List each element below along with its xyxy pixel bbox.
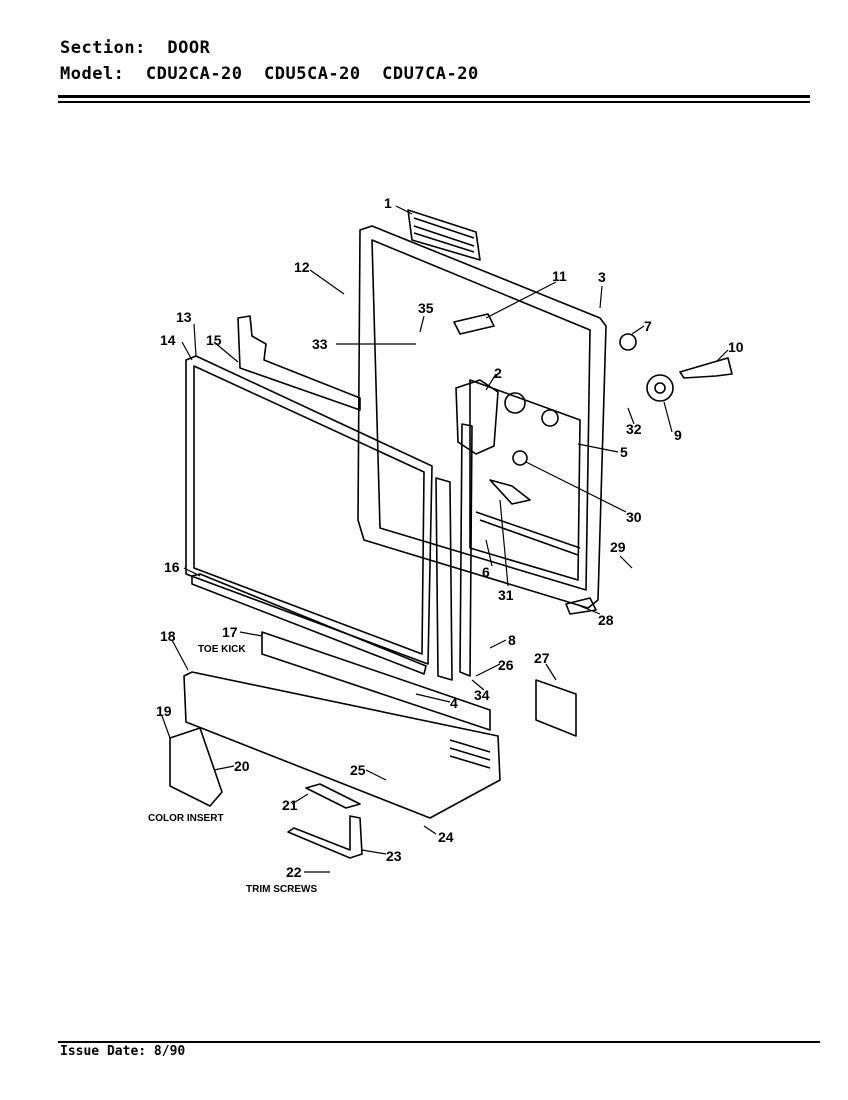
dial-part — [619, 333, 637, 351]
part-label-5: 5 — [620, 444, 628, 460]
header-rule-bottom — [58, 101, 810, 103]
part-label-17: 17 — [222, 624, 238, 640]
part-label-20: 20 — [234, 758, 250, 774]
part-label-3: 3 — [598, 269, 606, 285]
cover-plate — [535, 679, 577, 737]
toe-kick-bracket — [261, 631, 491, 731]
detergent-cup — [504, 392, 526, 414]
part-label-29: 29 — [610, 539, 626, 555]
toe-kick-caption: TOE KICK — [198, 644, 246, 655]
part-label-31: 31 — [498, 587, 514, 603]
trim-piece-lower — [287, 815, 363, 859]
part-label-32: 32 — [626, 421, 642, 437]
lever-arm — [489, 479, 531, 505]
switch-shaft — [679, 357, 733, 379]
hook-part — [453, 313, 495, 335]
footer-rule — [58, 1041, 820, 1043]
trim-piece-upper — [305, 783, 361, 809]
section-header: Section: DOOR — [60, 38, 210, 58]
part-label-1: 1 — [384, 195, 392, 211]
part-label-18: 18 — [160, 628, 176, 644]
part-label-27: 27 — [534, 650, 550, 666]
part-label-35: 35 — [418, 300, 434, 316]
part-label-2: 2 — [494, 365, 502, 381]
part-label-34: 34 — [474, 687, 490, 703]
part-label-4: 4 — [450, 695, 458, 711]
part-label-22: 22 — [286, 864, 302, 880]
header-rule-top — [58, 95, 810, 98]
part-label-24: 24 — [438, 829, 454, 845]
part-label-6: 6 — [482, 564, 490, 580]
trim-screws-caption: TRIM SCREWS — [246, 884, 317, 895]
part-label-8: 8 — [508, 632, 516, 648]
outer-door-panel — [185, 355, 433, 665]
part-label-7: 7 — [644, 318, 652, 334]
trim-strip — [191, 573, 427, 675]
part-label-14: 14 — [160, 332, 176, 348]
toe-kick-panel — [183, 671, 501, 819]
part-label-16: 16 — [164, 559, 180, 575]
issue-date: Issue Date: 8/90 — [60, 1044, 186, 1059]
toe-kick-vents — [449, 739, 491, 769]
panel-bracket — [237, 315, 361, 411]
section-label: Section: — [60, 38, 146, 58]
part-label-12: 12 — [294, 259, 310, 275]
part-label-10: 10 — [728, 339, 744, 355]
part-label-33: 33 — [312, 336, 328, 352]
door-latch — [455, 379, 499, 455]
door-hinge — [565, 597, 597, 615]
rinse-dispenser — [541, 409, 559, 427]
section-value: DOOR — [167, 38, 211, 58]
model-3: CDU7CA-20 — [382, 64, 479, 84]
model-label: Model: — [60, 64, 125, 84]
color-insert-caption: COLOR INSERT — [148, 813, 224, 824]
model-2: CDU5CA-20 — [264, 64, 361, 84]
part-label-13: 13 — [176, 309, 192, 325]
part-label-25: 25 — [350, 762, 366, 778]
part-label-9: 9 — [674, 427, 682, 443]
part-label-28: 28 — [598, 612, 614, 628]
part-label-30: 30 — [626, 509, 642, 525]
color-insert — [169, 727, 223, 807]
part-label-15: 15 — [206, 332, 222, 348]
door-side-rail — [435, 477, 453, 681]
latch-rod — [459, 423, 473, 677]
model-header: Model: CDU2CA-20 CDU5CA-20 CDU7CA-20 — [60, 64, 479, 84]
part-label-21: 21 — [282, 797, 298, 813]
part-label-11: 11 — [552, 268, 567, 284]
vent-part — [407, 209, 481, 261]
inner-door-frame — [357, 225, 607, 609]
model-1: CDU2CA-20 — [145, 64, 243, 84]
part-label-19: 19 — [156, 703, 172, 719]
part-label-23: 23 — [386, 848, 402, 864]
control-knob — [646, 374, 674, 402]
gasket-part — [512, 450, 528, 466]
part-label-26: 26 — [498, 657, 514, 673]
